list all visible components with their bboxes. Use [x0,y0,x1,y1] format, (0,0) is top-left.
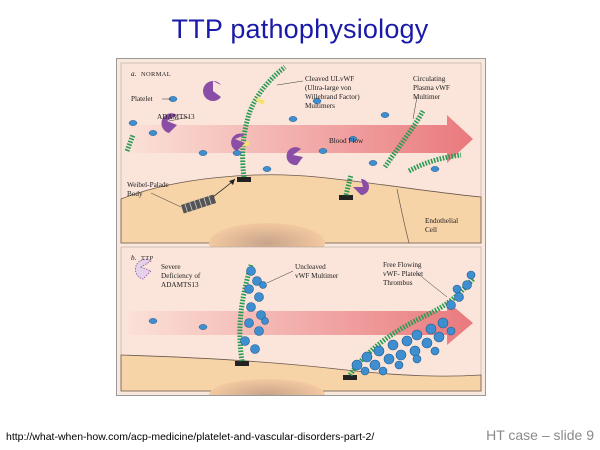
panel-b-tag: b. [131,254,137,262]
anchor-b1 [235,361,249,366]
platelet-icon [128,120,138,126]
deficiency-adamts13-icon [135,258,152,280]
anchor-a1 [237,177,251,182]
panel-a-name: NORMAL [141,71,171,78]
panel-a-tag: a. [131,70,137,78]
label-weibel-2: Body [127,190,143,198]
adamts13-icon [231,133,245,151]
label-cleaved-4: Multimers [305,102,335,110]
label-blood-flow: Blood Flow [329,137,364,145]
label-circulating-3: Multimer [413,93,441,101]
platelet-icon [198,150,208,156]
platelet-icon [348,136,358,142]
label-cleaved-1: Cleaved ULvWF [305,75,354,83]
label-severe-1: Severe [161,263,181,271]
platelet-thrombus [351,270,476,376]
label-severe-3: ADAMTS13 [161,281,199,289]
panel-a: a. NORMAL Platelet ADAMTS13 Cleaved ULvW… [120,62,482,263]
adamts13-icon [203,81,221,101]
endothelium-a [120,174,482,244]
label-uncleaved-2: vWF Multimer [295,272,339,280]
label-free-2: vWF- Platelet [383,270,423,278]
endothelium-b [120,354,482,392]
blood-flow-arrow-b [127,301,473,345]
anchor-a2 [339,195,353,200]
label-circulating-2: Plasma vWF [413,84,450,92]
vwf-strand-anchor2 [343,174,354,196]
blood-flow-arrow-a [127,115,473,163]
platelet-icon [368,160,378,166]
platelet-icon [318,148,328,154]
label-platelet: Platelet [131,95,153,103]
platelet-icon [288,116,298,122]
platelet-cluster-uncleaved [240,266,269,354]
label-endothelial-1: Endothelial [425,217,458,225]
platelet-icon [148,318,158,324]
platelet-icon [232,150,242,156]
label-uncleaved-1: Uncleaved [295,263,326,271]
platelet-icon [312,98,322,104]
source-url[interactable]: http://what-when-how.com/acp-medicine/pl… [6,431,375,443]
platelet-icon [262,166,272,172]
adamts13-icon [161,113,177,133]
vwf-strand-uncleaved [237,264,254,362]
label-circulating-1: Circulating [413,75,446,83]
panel-b: b. TTP Severe Deficiency of ADAMTS13 Unc… [120,246,482,395]
platelet-icon [148,130,158,136]
vwf-strand-cleaved [240,65,287,178]
platelet-icon [380,112,390,118]
adamts13-icon [286,147,303,166]
label-free-3: Thrombus [383,279,413,287]
pathophysiology-figure: a. NORMAL Platelet ADAMTS13 Cleaved ULvW… [116,58,486,396]
panel-b-name: TTP [141,255,154,262]
weibel-palade-body [181,194,217,214]
label-endothelial-2: Cell [425,226,437,234]
label-cleaved-3: Willebrand Factor) [305,93,360,101]
platelet-icon [198,324,208,330]
cell-nucleus-b [209,379,325,395]
slide-number: HT case – slide 9 [486,427,594,443]
slide-title: TTP pathophysiology [171,14,429,44]
adamts13-icon [353,179,369,195]
figure-canvas: a. NORMAL Platelet ADAMTS13 Cleaved ULvW… [120,62,482,395]
label-adamts13: ADAMTS13 [157,113,195,121]
label-severe-2: Deficiency of [161,272,201,280]
label-free-1: Free Flowing [383,261,422,269]
label-weibel-1: Weibel-Palade [127,181,169,189]
anchor-b2 [343,375,357,380]
label-cleaved-2: (Ultra-large von [305,84,352,92]
platelet-icon [430,166,440,172]
vwf-strand-circ-1 [382,109,426,169]
